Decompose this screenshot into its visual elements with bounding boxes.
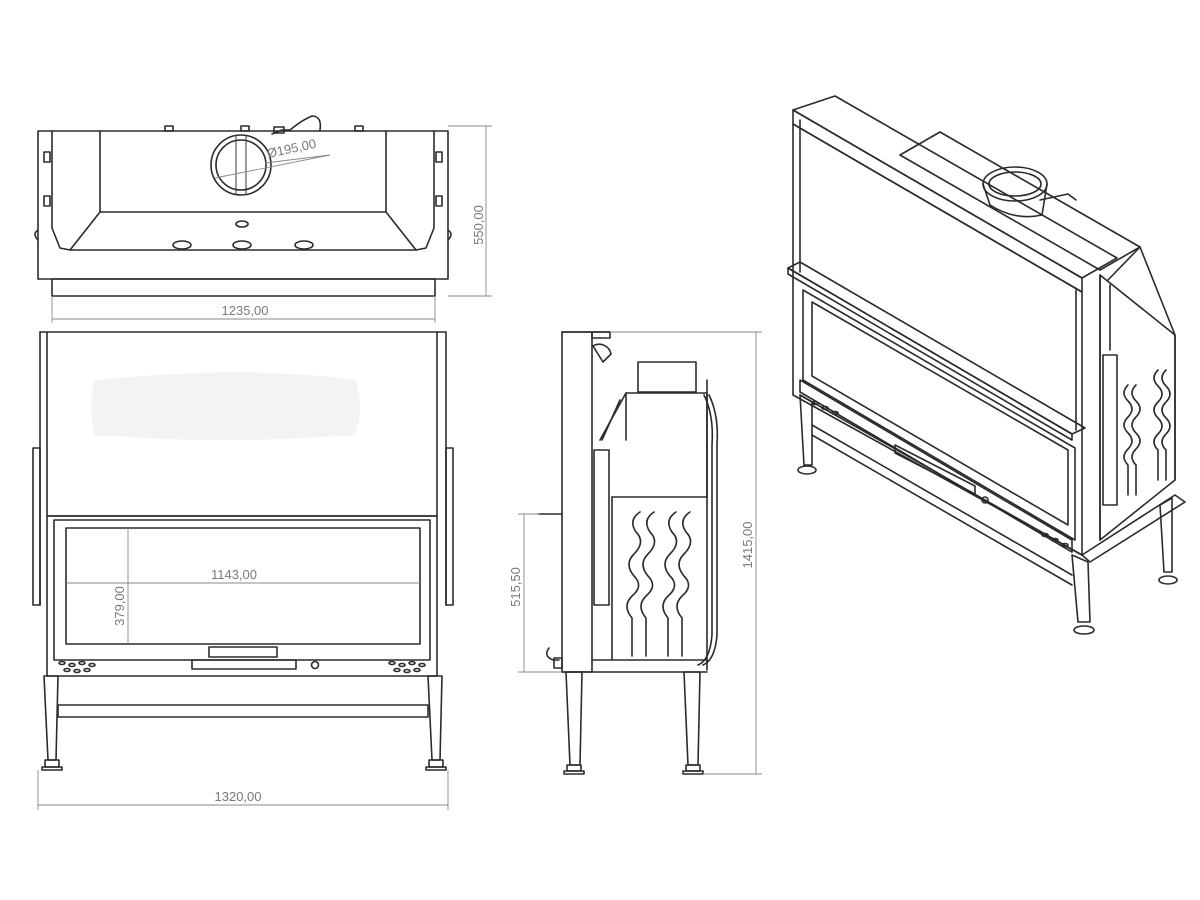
- front-view: [32, 331, 454, 771]
- glass-height-label: 379,00: [112, 586, 127, 626]
- glass-width-label: 1143,00: [211, 567, 257, 582]
- top-width-label: 1235,00: [222, 303, 269, 318]
- side-view-dimensions: 515,50 1415,00: [508, 331, 762, 775]
- top-view: [34, 115, 452, 297]
- top-depth-label: 550,00: [471, 205, 486, 245]
- top-view-dimensions: Ø195,00 550,00 1235,00: [51, 125, 492, 323]
- side-view: [537, 331, 719, 775]
- front-vents: [58, 660, 426, 674]
- overall-height-label: 1415,00: [740, 522, 755, 569]
- overall-width-label: 1320,00: [215, 789, 262, 804]
- side-lower-height-label: 515,50: [508, 567, 523, 607]
- isometric-view: [787, 95, 1186, 635]
- front-view-dimensions: 1143,00 379,00 1320,00: [37, 528, 449, 810]
